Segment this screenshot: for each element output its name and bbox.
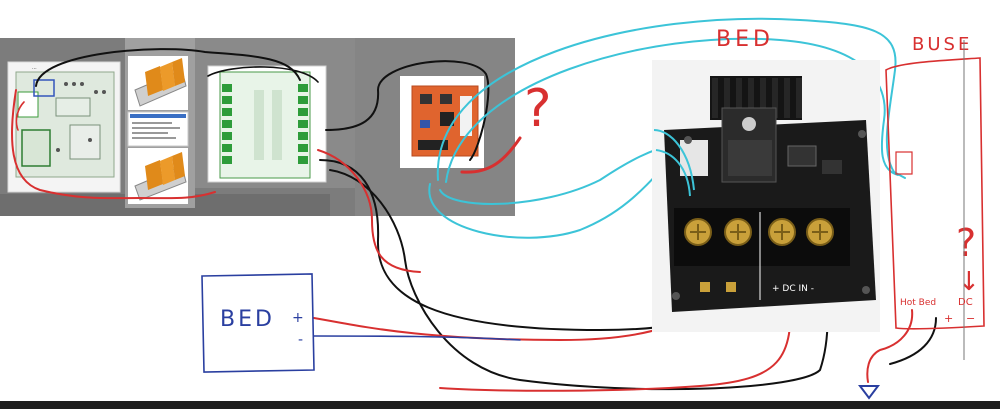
wago-connector-icon	[128, 148, 188, 204]
arrow-down-mark: ↓	[958, 267, 980, 297]
terminal-block-board	[207, 65, 327, 183]
bed-plus-label: +	[292, 310, 304, 326]
screw-terminal-row	[684, 218, 834, 246]
document-thumbnail	[127, 111, 189, 147]
schematic-thumbnail: ⋯	[7, 61, 121, 193]
board-dc-in-label: + DC IN -	[772, 284, 814, 294]
buse-box: Hot Bed DC + −	[885, 40, 985, 360]
dc-minus-label: −	[966, 312, 975, 325]
dc-plus-label: +	[944, 312, 953, 325]
bed-box: BED + -	[201, 273, 315, 373]
question-mark-1: ?	[524, 79, 552, 139]
bed-top-label: BED	[716, 27, 774, 52]
wago-connector-icon	[128, 56, 188, 110]
controller-pcb	[400, 76, 484, 168]
bed-box-label: BED	[220, 307, 275, 332]
question-mark-2: ?	[956, 221, 976, 265]
schematic-label: ⋯	[32, 66, 37, 72]
mosfet-input-wires	[653, 129, 695, 197]
ground-symbol-icon	[858, 385, 880, 400]
bed-minus-label: -	[298, 332, 303, 348]
dc-label: DC	[958, 297, 973, 308]
buse-label: BUSE	[912, 34, 972, 55]
bottom-strip	[0, 401, 1000, 409]
hot-bed-label: Hot Bed	[900, 298, 936, 308]
mosfet-board-photo: + DC IN -	[652, 60, 880, 332]
